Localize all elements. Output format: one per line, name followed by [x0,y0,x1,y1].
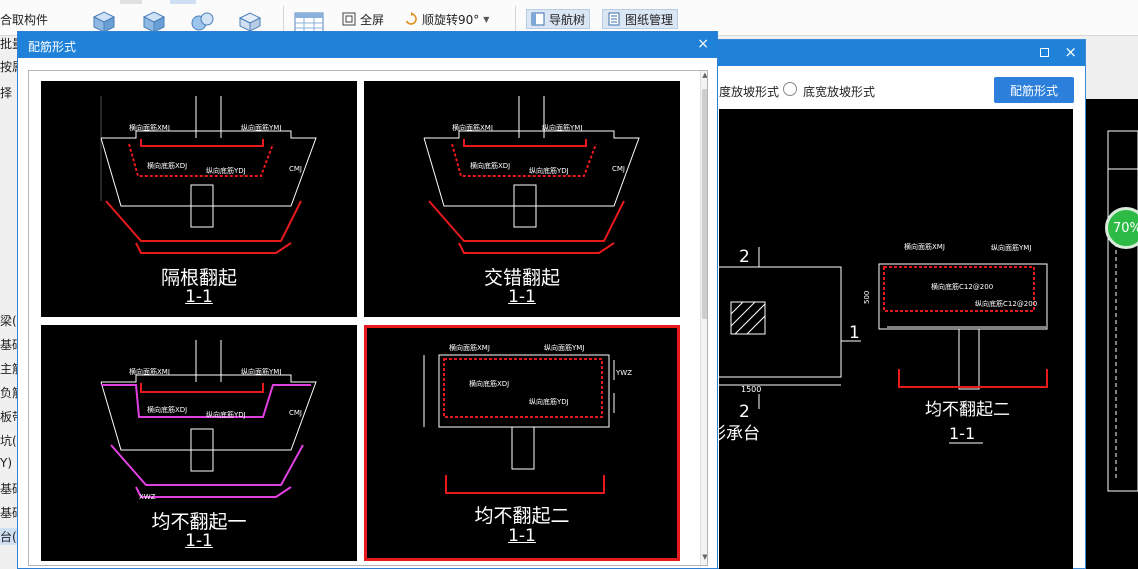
rebar-option-section: 1-1 [185,531,213,551]
rebar-option-tile[interactable]: 横向面筋XMJ 纵向面筋YMJ 横向底筋XDJ 纵向底筋YDJ CMJ 隔根翻起… [41,81,357,317]
scroll-thumb[interactable] [702,89,707,319]
label-bot-x: 横向底筋XDJ [147,406,188,414]
label-top-y: 纵向面筋YMJ [241,124,282,132]
label-bot-x: 横向底筋XDJ [470,162,511,170]
label-bot-y: 纵向底筋YDJ [529,167,569,175]
section-label-top: 2 [739,247,750,267]
label-bot-x: 横向底筋XDJ [147,162,188,170]
sphere-tool-icon[interactable] [188,9,216,33]
rotate-label: 顺旋转90° [422,12,480,27]
section-label-bottom: 2 [739,402,750,422]
label-xwz: XWZ [139,493,156,501]
cube-tool-icon[interactable] [90,9,118,33]
left-item[interactable]: 合取构件 [0,13,49,27]
rebar-option-tile[interactable]: 横向面筋XMJ 纵向面筋YMJ 横向底筋XDJ 纵向底筋YDJ CMJ 交错翻起… [364,81,680,317]
dim-width: 1500 [741,385,761,394]
label-ywz: YWZ [616,369,632,377]
left-item[interactable]: 择 [0,86,13,100]
slab-tool-icon[interactable] [236,9,264,33]
label-bot-y: 纵向底筋YDJ [206,411,246,419]
fullscreen-icon [342,12,356,26]
ribbon-toolbar: 全屏 顺旋转90° ▼ 导航树 图纸管理 [0,0,1138,36]
rebar-option-name: 均不翻起二 [474,505,570,527]
rebar-diagram [423,96,640,254]
drawing-manager-label: 图纸管理 [625,12,674,27]
drawing-caption-left: 形承台 [719,424,760,444]
cap-editor-window: × 度放坡形式 底宽放坡形式 配筋形式 2 1 1500 2 形承台 横向面筋 [700,39,1086,569]
label-top-x: 横向面筋XMJ [449,344,490,352]
close-icon[interactable]: × [697,36,709,52]
bg-bot-y-label: 纵向底筋C12@200 [975,299,1037,308]
label-top-x: 横向面筋XMJ [452,124,493,132]
rebar-form-gallery: 横向面筋XMJ 纵向面筋YMJ 横向底筋XDJ 纵向底筋YDJ CMJ 隔根翻起… [28,70,708,566]
bg-dim-height: 500 [863,291,871,304]
rebar-option-name: 交错翻起 [483,267,560,289]
slope-option-2-radio[interactable] [783,82,797,96]
rebar-option-name: 均不翻起一 [151,511,247,533]
label-top-x: 横向面筋XMJ [129,124,170,132]
ribbon-separator [283,6,284,32]
nav-tree-icon [531,12,545,26]
table-view-icon[interactable] [294,12,324,34]
slope-option-2-label[interactable]: 底宽放坡形式 [803,85,876,99]
label-top-y: 纵向面筋YMJ [544,344,585,352]
bg-section-name: 1-1 [949,424,975,443]
rotate-dropdown-icon[interactable]: ▼ [483,14,490,24]
left-item[interactable]: Y) [0,456,13,470]
rebar-option-section: 1-1 [508,526,536,546]
label-top-x: 横向面筋XMJ [129,368,170,376]
label-bot-y: 纵向底筋YDJ [529,398,569,406]
rebar-option-name: 隔根翻起 [160,267,237,289]
dialog-titlebar: 配筋形式 × [18,32,717,58]
rebar-diagram [423,354,615,494]
maximize-icon[interactable] [1040,48,1049,57]
progress-badge: 70% [1105,207,1138,249]
slope-options: 度放坡形式 底宽放坡形式 配筋形式 [701,66,1085,108]
dialog-title: 配筋形式 [28,40,77,54]
rebar-diagram [100,96,317,254]
rebar-option-section: 1-1 [185,287,213,307]
cap-drawing-canvas[interactable]: 2 1 1500 2 形承台 横向面筋XMJ 纵向面筋YMJ 横向底筋C12@2… [709,109,1073,569]
bg-bot-x-label: 横向底筋C12@200 [931,282,993,291]
gallery-scrollbar[interactable]: ▲ ▼ [700,71,708,565]
slope-option-1-label[interactable]: 度放坡形式 [719,85,780,99]
rebar-diagram [100,340,317,498]
scroll-up-icon[interactable]: ▲ [702,71,708,79]
label-cmj: CMJ [289,409,302,417]
ribbon-tab-active[interactable] [170,0,196,4]
main-drawing-canvas[interactable] [1086,99,1138,569]
cap-editor-titlebar: × [701,40,1085,66]
rebar-option-tile[interactable]: 横向面筋XMJ 纵向面筋YMJ 横向底筋XDJ 纵向底筋YDJ CMJ XWZ … [41,325,357,561]
label-cmj: CMJ [612,165,625,173]
rebar-form-dialog: 配筋形式 × 横向面筋XMJ 纵向面筋YMJ 横向底筋XDJ 纵向底筋YDJ C… [17,31,718,569]
scroll-down-icon[interactable]: ▼ [702,553,708,561]
bg-top-x-label: 横向面筋XMJ [904,242,945,251]
rebar-form-button[interactable]: 配筋形式 [994,77,1074,103]
label-cmj: CMJ [289,165,302,173]
rebar-option-tile-selected[interactable]: 横向面筋XMJ 纵向面筋YMJ 横向底筋XDJ 纵向底筋YDJ YWZ 均不翻起… [364,325,680,561]
label-top-y: 纵向面筋YMJ [241,368,282,376]
rotate-icon [405,12,417,25]
bg-section-title: 均不翻起二 [925,400,1010,420]
drawing-manager-button[interactable]: 图纸管理 [602,9,679,29]
ribbon-tab-fragment[interactable] [120,0,142,4]
rebar-option-section: 1-1 [508,287,536,307]
bg-top-y-label: 纵向面筋YMJ [991,243,1031,252]
fullscreen-label: 全屏 [360,12,385,27]
rotate-90-button[interactable]: 顺旋转90° ▼ [400,9,493,29]
nav-tree-button[interactable]: 导航树 [526,9,591,29]
drawing-manager-icon [608,12,620,26]
label-bot-x: 横向底筋XDJ [469,380,510,388]
nav-tree-label: 导航树 [549,12,586,27]
ribbon-separator [515,6,516,32]
cap-drawing: 2 1 1500 2 形承台 横向面筋XMJ 纵向面筋YMJ 横向底筋C12@2… [709,242,1048,444]
label-bot-y: 纵向底筋YDJ [206,167,246,175]
box-tool-icon[interactable] [140,9,168,33]
close-icon[interactable]: × [1064,43,1077,61]
section-label-right: 1 [849,323,860,343]
label-top-y: 纵向面筋YMJ [542,124,583,132]
fullscreen-button[interactable]: 全屏 [338,9,388,29]
main-drawing-fragment [1107,130,1138,492]
